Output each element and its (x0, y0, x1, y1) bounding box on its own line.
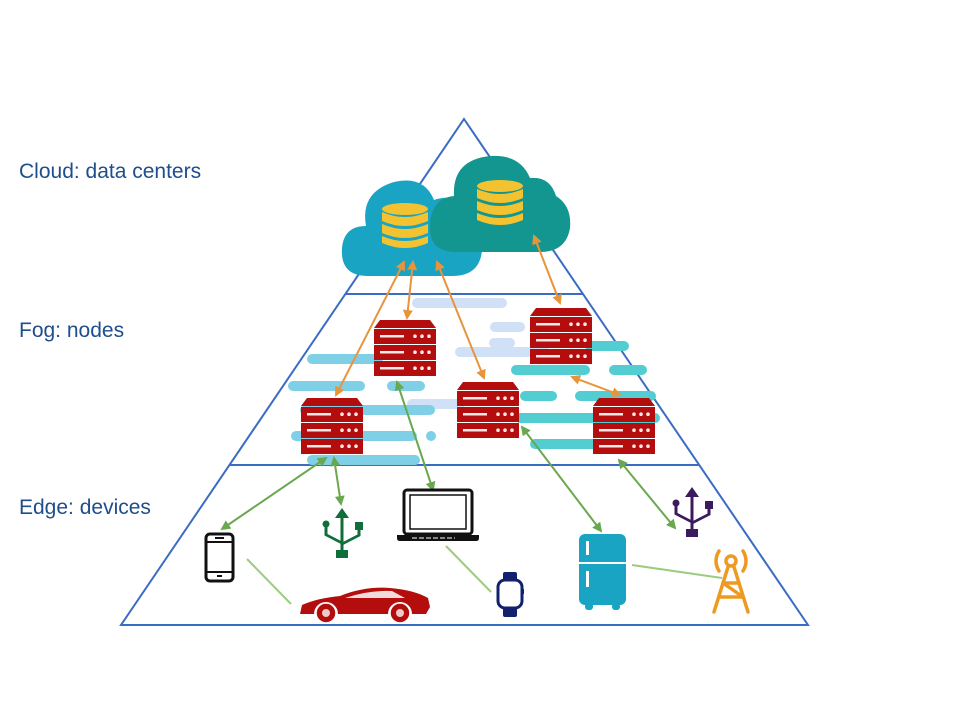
link-cloud1-server2 (402, 260, 418, 320)
fog-server-4 (530, 308, 592, 364)
link-server3-fridge (520, 425, 603, 533)
tower-icon (724, 554, 738, 568)
car (300, 587, 430, 624)
phone-icon (204, 532, 235, 583)
cloud-tier-label: Cloud: data centers (19, 160, 202, 183)
link-server2-laptop (394, 380, 436, 492)
device-peer-links (246, 545, 723, 605)
refrigerator (579, 534, 626, 610)
smartphone (204, 532, 235, 583)
link-server1-phone (220, 456, 328, 531)
link-server5-usb (617, 458, 677, 530)
fog-edge-links (220, 380, 677, 533)
cloud-fog-links (335, 234, 622, 397)
cell-tower (712, 549, 750, 614)
cloud-shape (429, 155, 571, 252)
link-cloud1-server1 (335, 260, 405, 397)
link-phone-car (246, 558, 292, 605)
link-fridge-tower (631, 564, 723, 579)
link-laptop-watch (445, 545, 492, 593)
fog-server-2 (374, 320, 436, 376)
usb-device-purple (672, 487, 713, 537)
cloud-data-center-2 (429, 155, 571, 252)
laptop (397, 488, 479, 541)
link-cloud1-server3 (435, 260, 486, 380)
link-server4-server5 (570, 375, 622, 397)
fog-server-5 (593, 398, 655, 454)
link-server1-usb (330, 456, 345, 506)
watch-icon (496, 578, 524, 610)
fridge-icon (579, 534, 626, 605)
fog-tier-label: Fog: nodes (19, 319, 125, 342)
usb-device-green (322, 508, 363, 558)
edge-tier-label: Edge: devices (19, 496, 151, 519)
fog-server-3 (457, 382, 519, 438)
smartwatch (496, 572, 524, 617)
link-cloud2-server4 (532, 234, 562, 305)
laptop-icon (402, 488, 474, 536)
